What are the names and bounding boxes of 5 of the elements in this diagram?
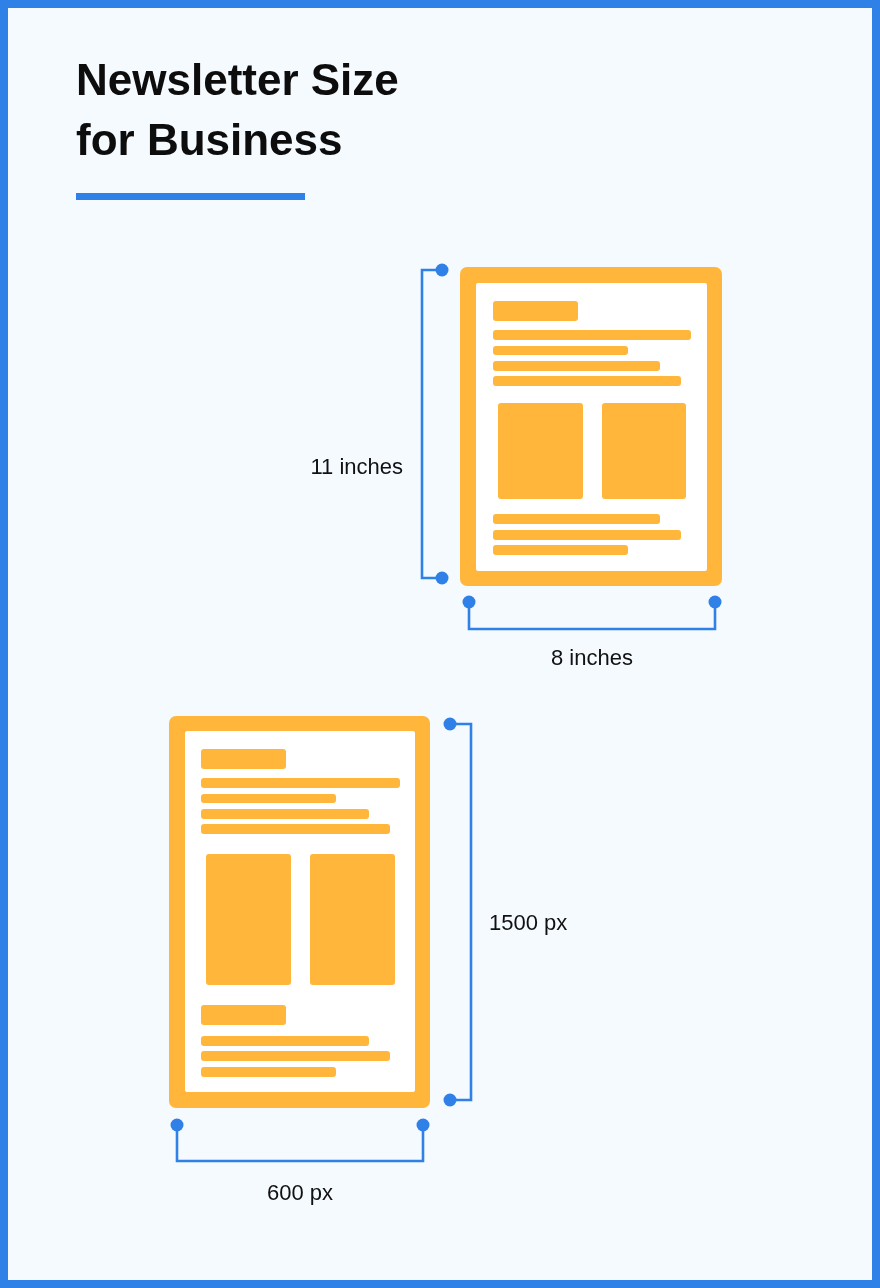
dimension-label: 11 inches <box>310 454 403 480</box>
dimension-label: 1500 px <box>489 910 568 936</box>
title: Newsletter Size for Business <box>76 54 400 166</box>
dimension-label: 8 inches <box>551 645 633 671</box>
dimension-label: 600 px <box>266 1180 334 1206</box>
